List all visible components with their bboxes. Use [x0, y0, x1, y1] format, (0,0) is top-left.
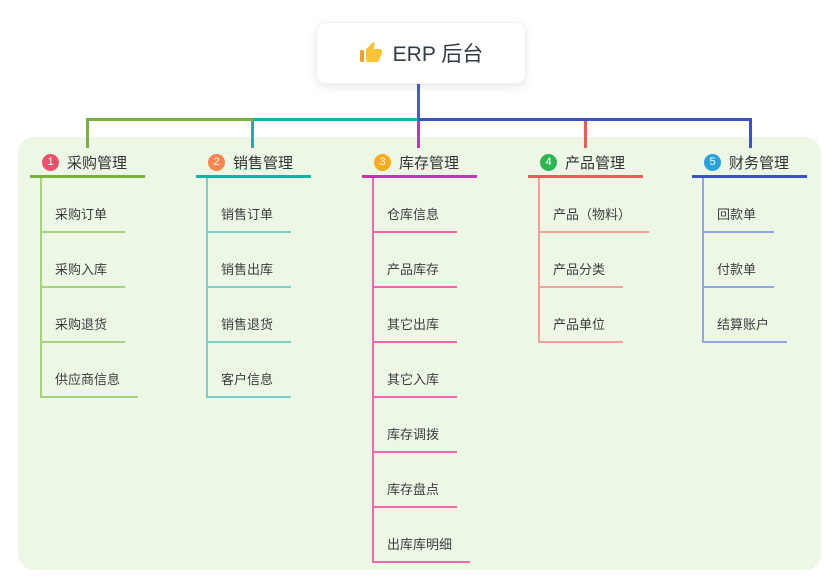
child-node[interactable]: 其它出库	[372, 315, 458, 343]
child-node[interactable]: 采购订单	[40, 205, 126, 233]
child-node[interactable]: 结算账户	[702, 315, 788, 343]
root-node[interactable]: ERP 后台	[316, 22, 526, 84]
branch-node[interactable]: 3 库存管理	[362, 150, 477, 178]
branch-label: 库存管理	[399, 155, 460, 172]
branch-product: 4 产品管理 产品（物料） 产品分类 产品单位	[528, 150, 650, 343]
child-node[interactable]: 采购退货	[40, 315, 126, 343]
child-node[interactable]: 库存调拨	[372, 425, 458, 453]
child-node[interactable]: 销售退货	[206, 315, 292, 343]
branch-label: 产品管理	[565, 155, 626, 172]
child-node[interactable]: 产品分类	[538, 260, 624, 288]
branch-connector-line	[40, 178, 42, 398]
child-node[interactable]: 出库库明细	[372, 535, 471, 563]
branches-panel	[18, 137, 821, 570]
branch-connector-line	[702, 178, 704, 343]
branch-node[interactable]: 4 产品管理	[528, 150, 643, 178]
connector-stub	[749, 121, 752, 148]
branch-connector-line	[206, 178, 208, 398]
branch-number-badge: 5	[704, 154, 721, 171]
connector-stub	[584, 121, 587, 148]
child-node[interactable]: 销售出库	[206, 260, 292, 288]
root-title: ERP 后台	[392, 43, 484, 66]
connector-bus-segment	[418, 118, 752, 121]
branch-connector-line	[372, 178, 374, 563]
connector-bus-segment	[86, 118, 253, 121]
branch-node[interactable]: 2 销售管理	[196, 150, 311, 178]
branch-number-badge: 1	[42, 154, 59, 171]
branch-label: 销售管理	[233, 155, 294, 172]
connector-stub	[417, 121, 420, 148]
child-node[interactable]: 供应商信息	[40, 370, 139, 398]
branch-number-badge: 4	[540, 154, 557, 171]
child-node[interactable]: 库存盘点	[372, 480, 458, 508]
thumbs-up-icon	[359, 41, 383, 65]
branch-node[interactable]: 1 采购管理	[30, 150, 145, 178]
branch-label: 采购管理	[67, 155, 128, 172]
connector-stub	[86, 121, 89, 148]
child-node[interactable]: 其它入库	[372, 370, 458, 398]
child-node[interactable]: 产品（物料）	[538, 205, 650, 233]
branch-sales: 2 销售管理 销售订单 销售出库 销售退货 客户信息	[196, 150, 311, 398]
child-node[interactable]: 产品库存	[372, 260, 458, 288]
branch-purchase: 1 采购管理 采购订单 采购入库 采购退货 供应商信息	[30, 150, 145, 398]
branch-number-badge: 3	[374, 154, 391, 171]
branch-label: 财务管理	[729, 155, 790, 172]
branch-finance: 5 财务管理 回款单 付款单 结算账户	[692, 150, 807, 343]
child-node[interactable]: 销售订单	[206, 205, 292, 233]
child-node[interactable]: 产品单位	[538, 315, 624, 343]
connector-stub	[251, 121, 254, 148]
child-node[interactable]: 客户信息	[206, 370, 292, 398]
branch-number-badge: 2	[208, 154, 225, 171]
branch-inventory: 3 库存管理 仓库信息 产品库存 其它出库 其它入库 库存调拨 库存盘点 出库库…	[362, 150, 477, 563]
child-node[interactable]: 回款单	[702, 205, 775, 233]
branch-node[interactable]: 5 财务管理	[692, 150, 807, 178]
root-connector-line	[417, 81, 420, 121]
branch-connector-line	[538, 178, 540, 343]
child-node[interactable]: 付款单	[702, 260, 775, 288]
child-node[interactable]: 仓库信息	[372, 205, 458, 233]
child-node[interactable]: 采购入库	[40, 260, 126, 288]
connector-bus-segment	[253, 118, 418, 121]
